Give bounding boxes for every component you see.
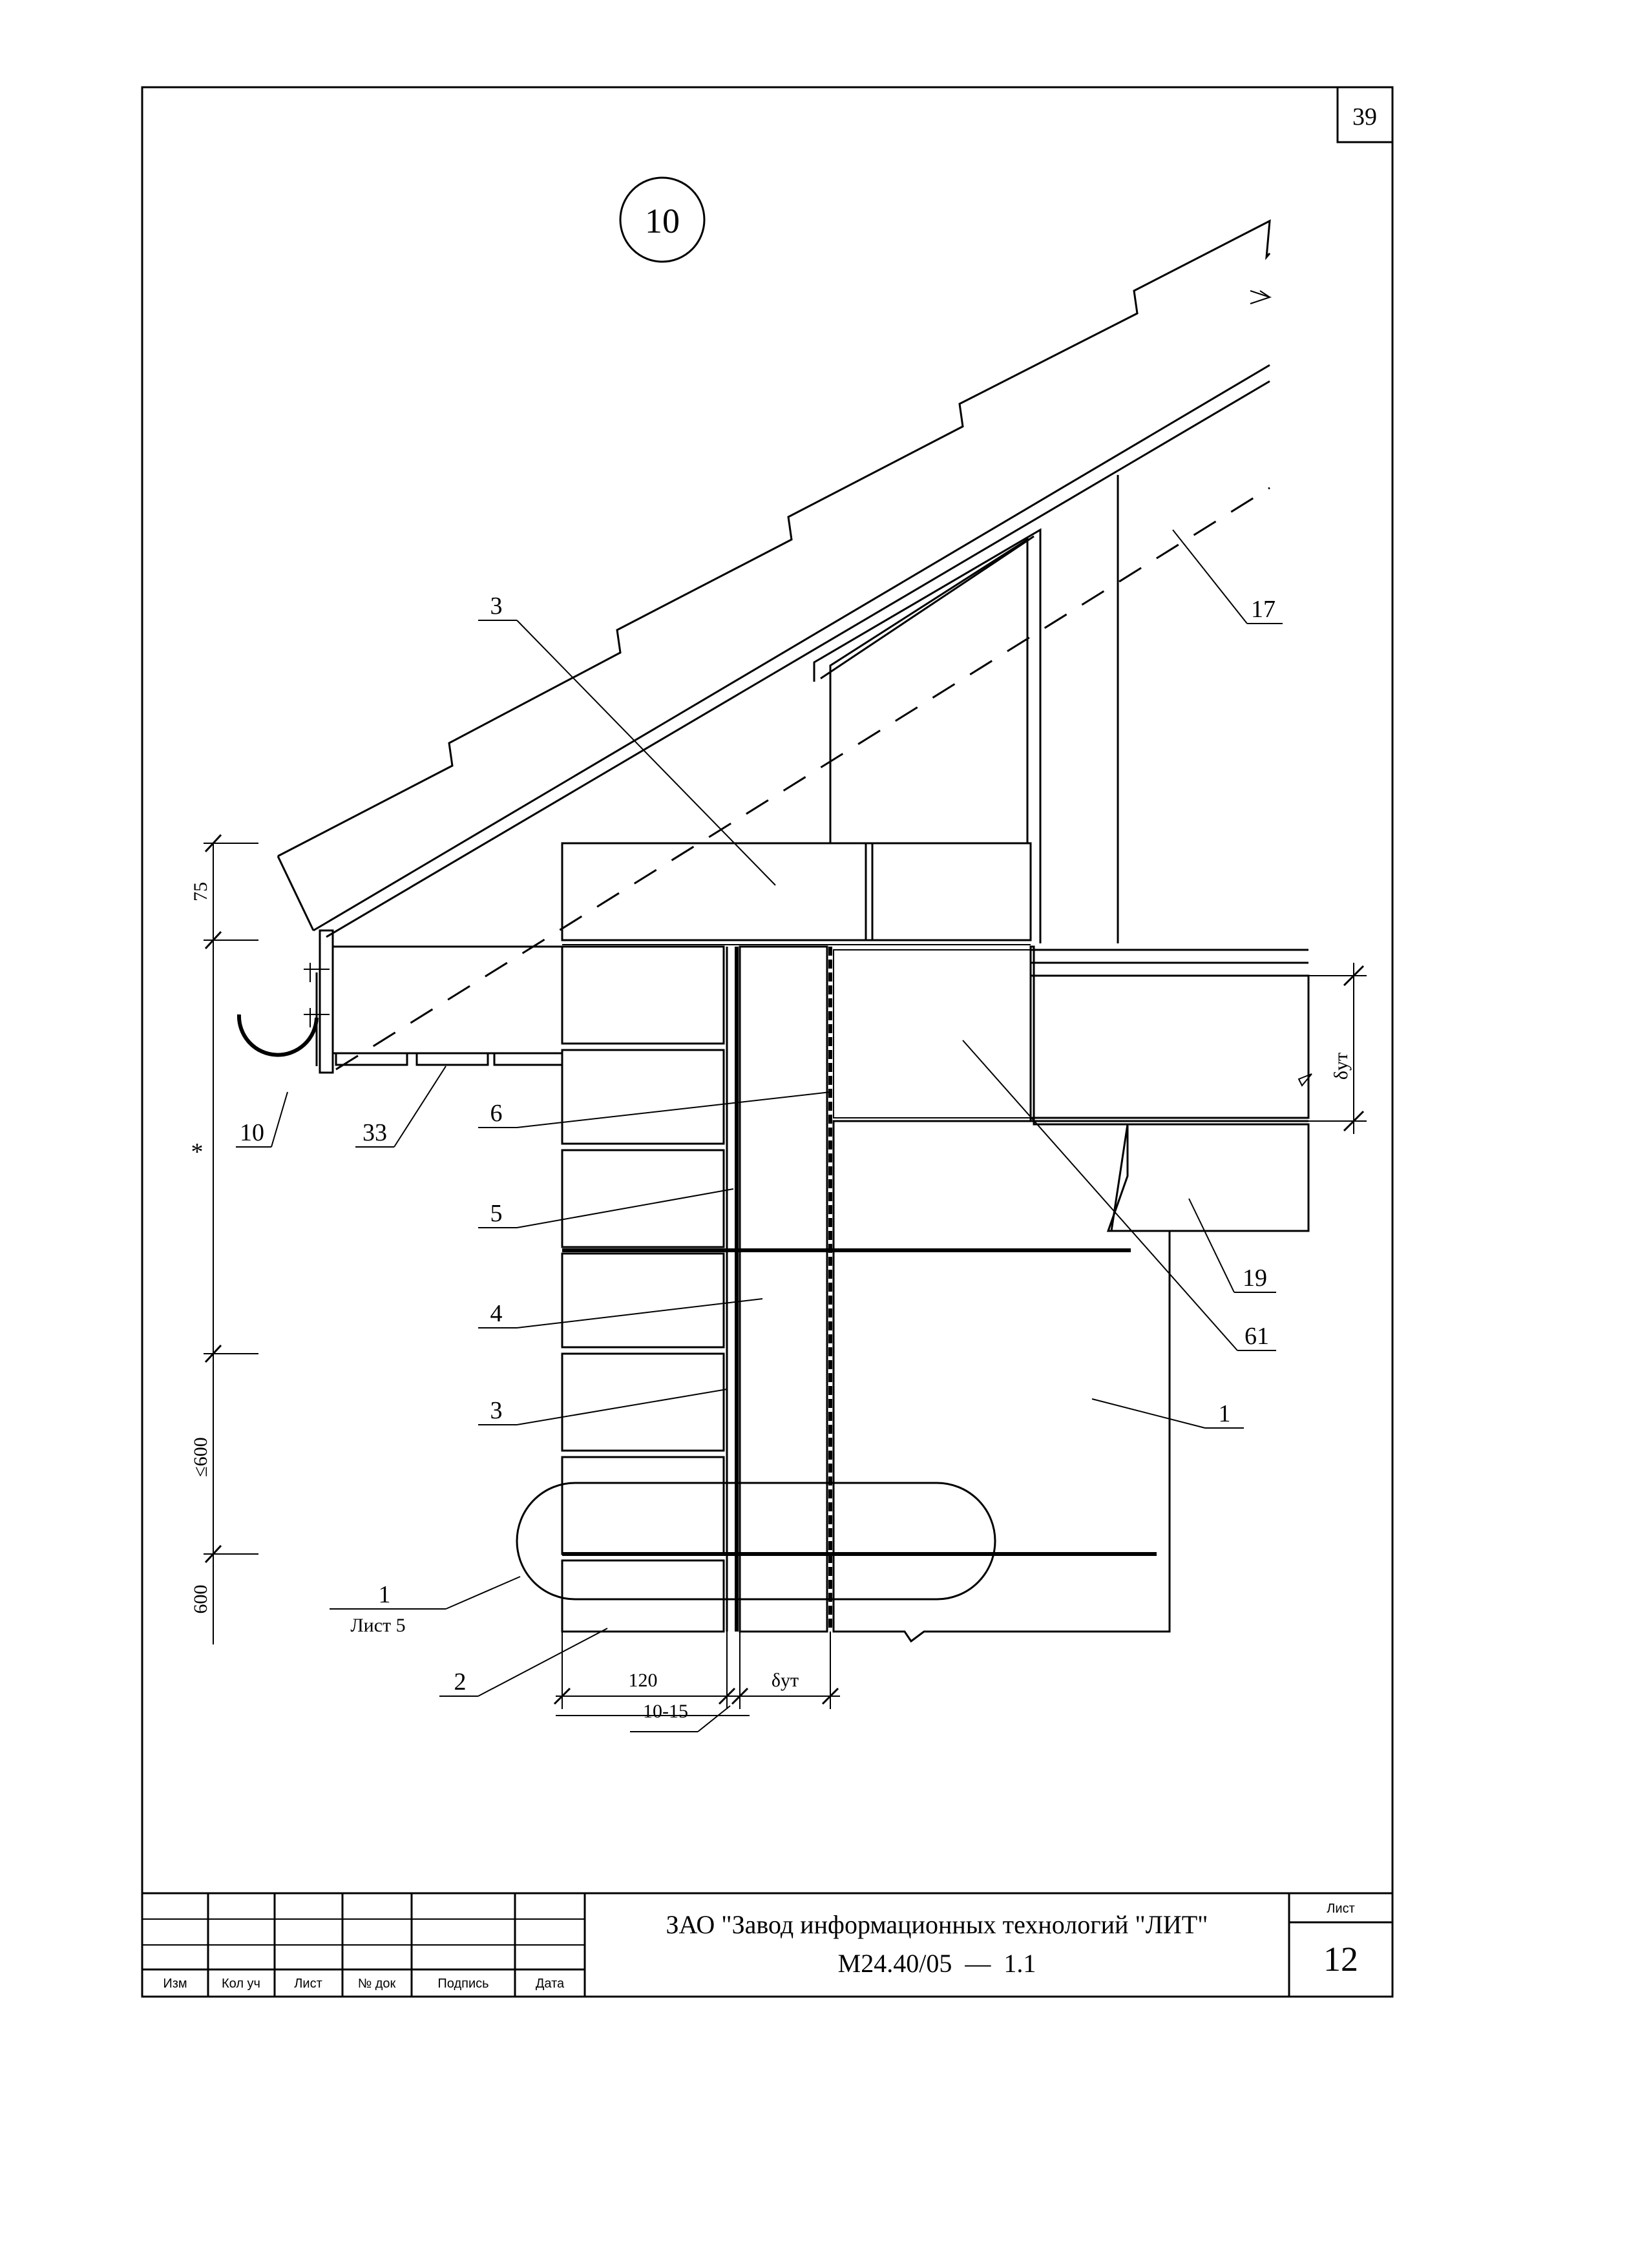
title-col-doc: № док: [358, 1977, 396, 1991]
gutter: [236, 1014, 319, 1057]
title-col-signature: Подпись: [437, 1977, 488, 1991]
wall-plate-block: [813, 528, 1042, 943]
title-col-list: Лист: [294, 1977, 322, 1991]
dimension-star: *: [191, 1139, 204, 1166]
floor-insulation-zone: [833, 949, 1031, 1118]
floor-slab: [1029, 974, 1310, 1119]
reference-zone: [516, 1482, 996, 1601]
detail-marker: 10: [619, 176, 706, 263]
dimension-delta-right: δут: [1330, 1053, 1352, 1080]
reference-sheet: Лист 5: [350, 1615, 405, 1636]
callout-5: 5: [490, 1200, 503, 1227]
organization-name: ЗАО "Завод информационных технологий "ЛИ…: [666, 1910, 1208, 1939]
sheet-label: Лист: [1327, 1902, 1354, 1916]
insulation-layer: [739, 945, 828, 1633]
top-brick-course: [561, 842, 1032, 945]
rafter-centerline: [335, 487, 1270, 1071]
title-col-kol-uch: Кол уч: [222, 1977, 260, 1991]
brick-facing-wall: [561, 945, 725, 1633]
callout-17: 17: [1251, 596, 1276, 623]
eave-assembly: [236, 929, 563, 1074]
sheet-frame: [141, 86, 1394, 1998]
callout-2: 2: [454, 1668, 467, 1696]
callout-33: 33: [362, 1119, 387, 1146]
right-dimension: δут: [1308, 963, 1367, 1134]
air-gap: [726, 947, 739, 1632]
callouts: 17 3 10 33 6 5 4 3 19 61: [236, 529, 1283, 1697]
title-col-izm: Изм: [163, 1977, 187, 1991]
callout-19: 19: [1243, 1265, 1267, 1292]
bottom-dimension-chain: 120 δут 10-15: [553, 1632, 840, 1732]
dimension-120: 120: [629, 1670, 658, 1691]
title-block: Изм Кол уч Лист № док Подпись Дата ЗАО "…: [142, 1892, 1392, 1997]
document-code: М24.40/05 — 1.1: [838, 1949, 1036, 1978]
dimension-10-15: 10-15: [643, 1701, 688, 1722]
callout-10: 10: [240, 1119, 264, 1146]
sheet-number: 12: [1323, 1940, 1358, 1979]
dimension-75: 75: [190, 882, 211, 901]
callout-61: 61: [1245, 1323, 1269, 1350]
roof-deck-line: [313, 364, 1270, 932]
roof-covering: [277, 219, 1271, 857]
dimension-delta-bottom: δут: [772, 1670, 799, 1691]
callout-6: 6: [490, 1100, 503, 1127]
soffit-panel: [335, 1052, 408, 1066]
corner-number-box: [1336, 86, 1394, 143]
fascia-board: [319, 929, 334, 1074]
dimension-600-max: ≤600: [190, 1437, 211, 1476]
reference-number: 1: [379, 1581, 391, 1608]
callout-3-mid: 3: [490, 1397, 503, 1424]
title-col-date: Дата: [536, 1977, 565, 1991]
bearing-masonry-wall: [832, 945, 1171, 1643]
detail-number: 10: [645, 202, 680, 240]
callout-1: 1: [1219, 1400, 1231, 1427]
roof-assembly: [277, 219, 1272, 1071]
corner-number: 39: [1352, 103, 1377, 131]
left-dimension-chain: 75 * ≤600 600: [190, 834, 258, 1644]
dimension-600: 600: [190, 1585, 211, 1614]
callout-4: 4: [490, 1300, 503, 1327]
floor-beam: [1106, 1123, 1310, 1232]
callout-3-top: 3: [490, 593, 503, 620]
